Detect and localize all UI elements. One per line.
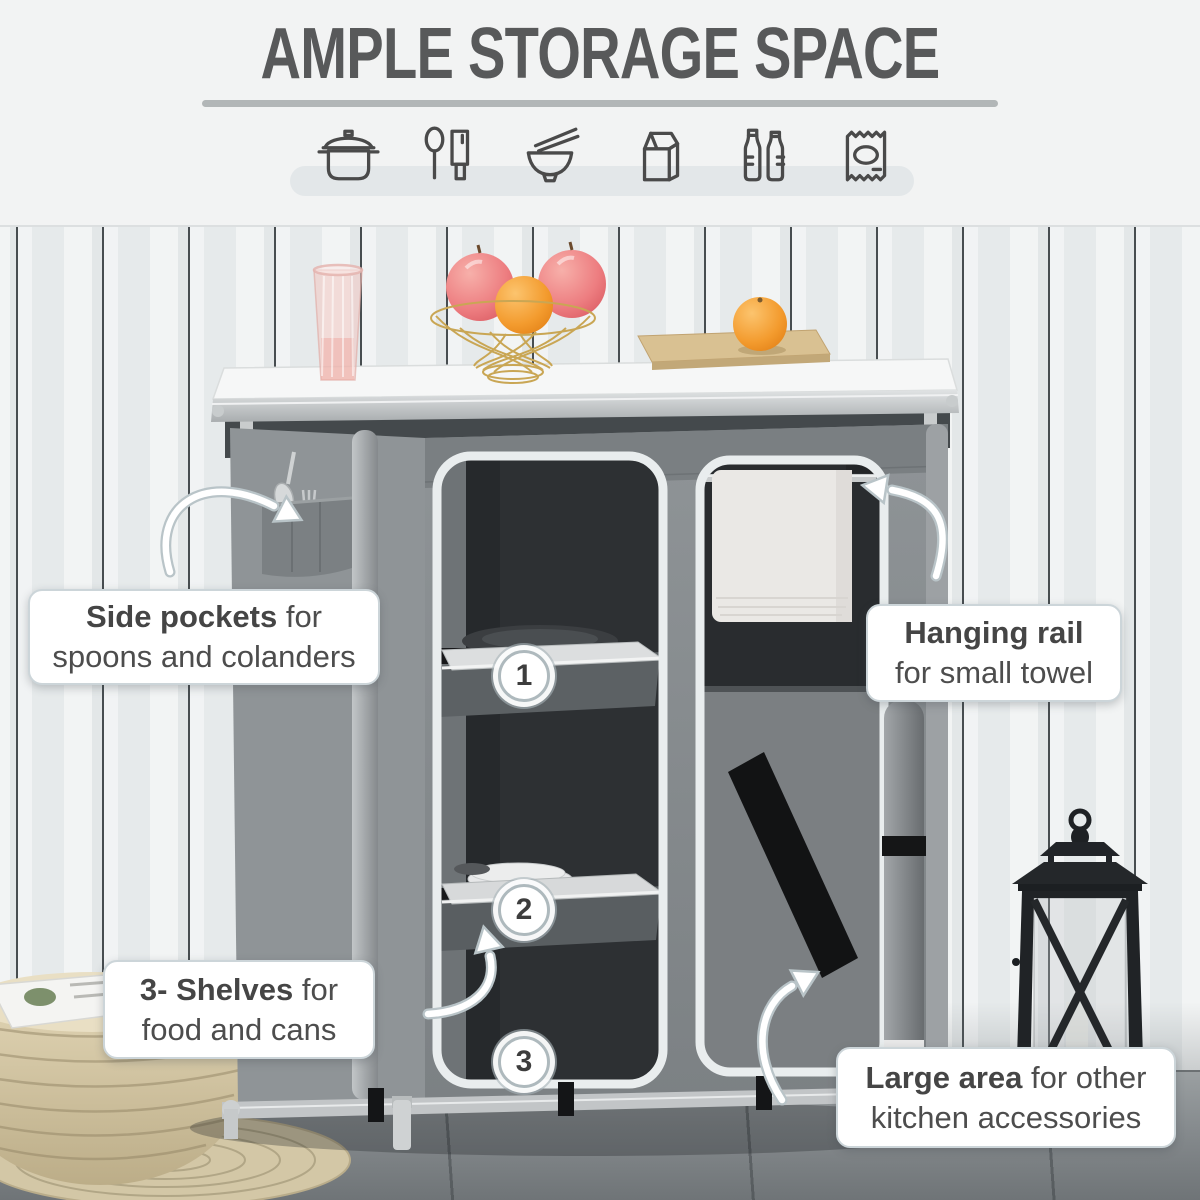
rolled-door xyxy=(882,700,926,1068)
water-bottles-icon xyxy=(732,122,798,188)
page-title: AMPLE STORAGE SPACE xyxy=(260,14,941,94)
shelf-number-badge-2: 2 xyxy=(498,884,550,936)
spoon-and-cleaver-icon xyxy=(418,122,484,188)
bottom-frame xyxy=(222,1076,948,1150)
shelf-compartment xyxy=(432,451,668,1089)
callout-large-area: Large area for other kitchen accessories xyxy=(836,1047,1176,1148)
callout-side-pockets-line1: Side pockets for xyxy=(85,599,323,634)
snack-packet-icon xyxy=(833,122,899,188)
tabletop xyxy=(211,358,959,422)
cutting-board xyxy=(637,297,831,370)
bag-strap xyxy=(728,752,858,978)
callout-side-pockets-line2: spoons and colanders xyxy=(52,639,356,674)
shelf-number-badge-3: 3 xyxy=(498,1036,550,1088)
drinking-glass xyxy=(312,263,364,381)
shelf-number-badge-1: 1 xyxy=(498,650,550,702)
arrow-to-side-pockets xyxy=(160,486,304,578)
shelf-board-1 xyxy=(441,641,663,671)
bowl-with-chopsticks-icon xyxy=(517,122,583,188)
annotation-arrows xyxy=(160,473,949,1106)
callout-shelves: 3- Shelves for food and cans xyxy=(103,960,375,1059)
callout-large-area-line2: kitchen accessories xyxy=(870,1099,1142,1135)
arrow-to-hanging-rail xyxy=(859,473,949,582)
title-divider xyxy=(202,100,998,107)
callout-hanging-rail-line2: for small towel xyxy=(894,655,1094,690)
towel-compartment xyxy=(695,455,889,1077)
arrow-to-large-area xyxy=(756,969,821,1106)
towel xyxy=(712,470,852,622)
callout-hanging-rail: Hanging rail for small towel xyxy=(866,604,1122,702)
milk-carton-icon xyxy=(627,122,693,188)
shelf-board-2 xyxy=(441,873,663,905)
kitchen-icons-strip xyxy=(290,166,914,196)
storage-bag xyxy=(702,686,884,1072)
basket-wires xyxy=(430,300,596,384)
product-photo xyxy=(0,225,1200,1200)
callout-large-area-line1: Large area for other xyxy=(865,1059,1147,1095)
cooking-pot-icon xyxy=(315,122,381,188)
callout-shelves-line1: 3- Shelves for xyxy=(139,971,339,1007)
header: AMPLE STORAGE SPACE xyxy=(0,0,1200,225)
orange-on-board xyxy=(733,297,787,351)
fruit-basket xyxy=(430,241,606,384)
callout-shelves-line2: food and cans xyxy=(141,1011,337,1047)
callout-side-pockets: Side pockets for spoons and colanders xyxy=(28,589,380,685)
arrow-to-shelves xyxy=(422,924,506,1020)
callout-hanging-rail-line1: Hanging rail xyxy=(904,615,1084,650)
orange-in-basket xyxy=(495,276,553,334)
photo-scene xyxy=(0,241,1148,1200)
